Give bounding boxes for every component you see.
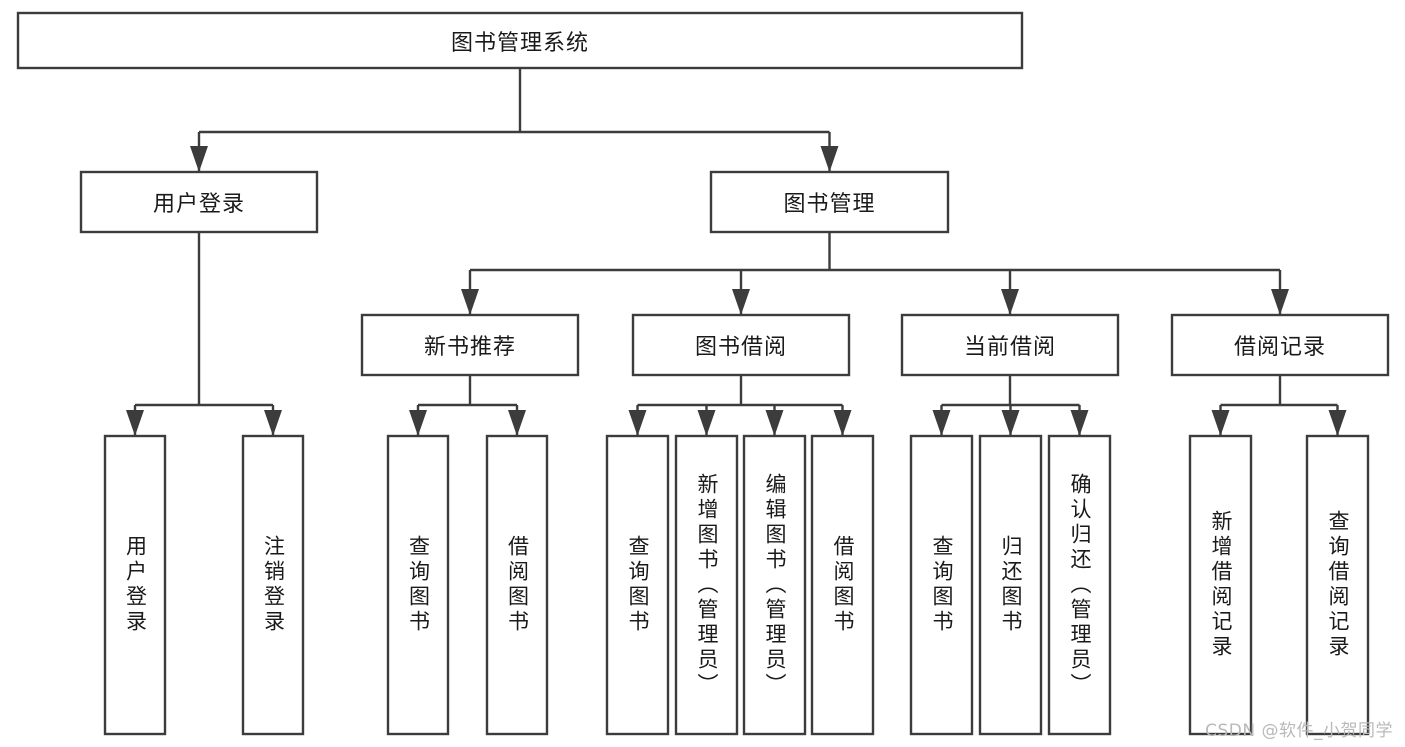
- arrow-head-icon: [932, 410, 951, 436]
- node-box-current-borrow[interactable]: [900, 313, 1120, 377]
- node-box-leaf-edit-book-admin[interactable]: [742, 434, 807, 736]
- node-box-book-borrow[interactable]: [631, 313, 851, 377]
- arrow-head-icon: [1001, 410, 1020, 436]
- arrow-head-icon: [1271, 289, 1289, 315]
- arrow-head-icon: [628, 410, 647, 436]
- arrow-head-icon: [1070, 410, 1089, 436]
- node-box-book-manage[interactable]: [709, 170, 950, 234]
- node-box-root[interactable]: [16, 11, 1024, 70]
- node-box-leaf-query-book-rec[interactable]: [386, 434, 450, 736]
- node-box-leaf-borrow-book[interactable]: [810, 434, 875, 736]
- node-box-leaf-query-borrow-record[interactable]: [1305, 434, 1370, 736]
- watermark-text: CSDN @软件_小贺同学: [1205, 721, 1393, 741]
- node-box-new-book-recommend[interactable]: [360, 313, 580, 377]
- arrow-head-icon: [1001, 289, 1019, 315]
- arrow-head-icon: [264, 410, 282, 436]
- arrow-head-icon: [732, 289, 750, 315]
- arrow-head-icon: [833, 410, 852, 436]
- arrow-head-icon: [126, 410, 144, 436]
- arrow-head-icon: [461, 289, 479, 315]
- node-box-leaf-add-book-admin[interactable]: [674, 434, 739, 736]
- node-box-leaf-confirm-return-admin[interactable]: [1047, 434, 1112, 736]
- node-box-user-login[interactable]: [79, 170, 319, 234]
- arrow-head-icon: [697, 410, 716, 436]
- node-box-leaf-query-book[interactable]: [605, 434, 670, 736]
- arrow-head-icon: [1211, 410, 1230, 436]
- arrow-head-icon: [765, 410, 784, 436]
- node-box-leaf-return-book[interactable]: [978, 434, 1043, 736]
- node-box-leaf-add-borrow-record[interactable]: [1188, 434, 1253, 736]
- arrow-head-icon: [409, 410, 427, 436]
- arrow-head-icon: [820, 146, 839, 172]
- arrow-head-icon: [508, 410, 526, 436]
- node-box-leaf-logout[interactable]: [241, 434, 305, 736]
- node-box-leaf-query-book-cur[interactable]: [909, 434, 974, 736]
- node-box-leaf-borrow-book-rec[interactable]: [485, 434, 549, 736]
- arrow-head-icon: [1328, 410, 1347, 436]
- arrow-head-icon: [190, 146, 208, 172]
- node-box-borrow-record[interactable]: [1170, 313, 1390, 377]
- node-box-leaf-user-login[interactable]: [103, 434, 167, 736]
